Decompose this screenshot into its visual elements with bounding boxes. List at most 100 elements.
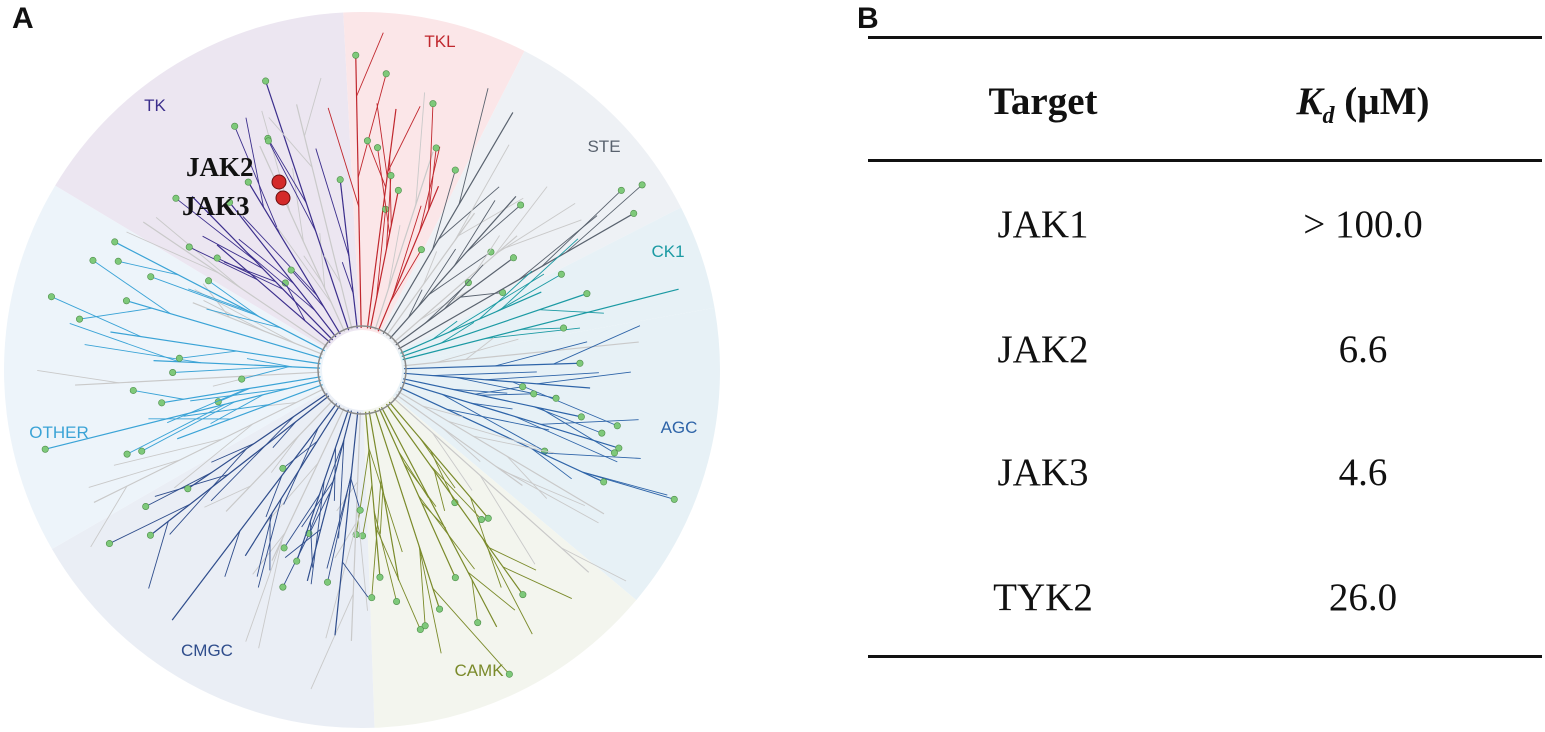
sub-branch-cmgc: [356, 502, 368, 611]
branch-agc: [395, 394, 523, 486]
hit-marker: [142, 502, 150, 510]
hit-marker: [264, 137, 272, 145]
hit-marker: [205, 277, 213, 285]
sub-branch-other: [126, 403, 226, 455]
sub-branch-tkl: [392, 205, 422, 297]
sub-branch-agc: [553, 325, 641, 365]
sub-branch-ck1: [479, 270, 533, 320]
sub-branch-cmgc: [210, 416, 295, 502]
hit-marker: [287, 266, 295, 274]
sub-branch-ste: [457, 197, 524, 237]
sub-branch-tk: [245, 117, 265, 208]
kd-symbol: K: [1296, 80, 1323, 123]
hit-marker: [76, 315, 84, 323]
sub-branch-agc: [455, 376, 557, 399]
branch-camk: [380, 406, 498, 628]
hit-marker: [238, 375, 246, 383]
sub-branch-tk: [175, 197, 255, 261]
hit-marker: [552, 394, 560, 402]
branch-tk: [216, 244, 331, 344]
hit-marker: [368, 594, 376, 602]
sub-branch-cmgc: [310, 480, 325, 585]
hit-marker: [576, 359, 584, 367]
branch-ck1: [402, 288, 679, 361]
sub-branch-cmgc: [211, 443, 255, 463]
branch-cmgc: [171, 403, 338, 621]
hit-marker: [105, 540, 113, 548]
sub-branch-cmgc: [265, 475, 283, 518]
sub-branch-agc: [485, 372, 599, 381]
sub-branch-cmgc: [204, 485, 251, 508]
sector-ck1: [362, 207, 715, 370]
sub-branch-cmgc: [245, 540, 282, 642]
branch-cmgc: [225, 399, 334, 512]
branch-camk: [385, 403, 524, 595]
hit-marker: [464, 279, 472, 287]
branch-tkl: [366, 108, 397, 329]
hit-marker: [374, 144, 382, 152]
hit-marker: [129, 386, 137, 394]
sub-branch-ste: [428, 251, 492, 296]
table-row-kd: 4.6: [1338, 451, 1388, 494]
branch-agc: [403, 341, 639, 367]
sector-agc: [362, 307, 720, 601]
branch-agc: [397, 390, 605, 515]
sub-branch-camk: [482, 538, 533, 635]
sub-branch-tk: [189, 246, 258, 281]
sub-branch-tkl: [415, 92, 426, 206]
branch-other: [153, 359, 321, 369]
branch-other: [45, 379, 322, 450]
sub-branch-ck1: [539, 309, 604, 314]
sub-branch-ste: [458, 88, 489, 205]
group-label-tk: TK: [144, 96, 166, 115]
hit-marker: [146, 531, 154, 539]
hit-marker: [47, 293, 55, 301]
sub-branch-ste: [476, 235, 500, 272]
hit-marker: [598, 429, 606, 437]
branch-tkl: [374, 151, 434, 331]
sub-branch-camk: [502, 566, 572, 599]
hit-marker: [89, 256, 97, 264]
sub-branch-cmgc: [270, 434, 300, 473]
sub-branch-ste: [432, 169, 456, 250]
sub-branch-agc: [501, 469, 586, 507]
sub-branch-camk: [368, 447, 403, 553]
sub-branch-camk: [419, 547, 426, 626]
sub-branch-other: [166, 388, 247, 424]
hit-marker: [382, 70, 390, 78]
hit-marker: [583, 290, 591, 298]
hit-marker: [279, 583, 287, 591]
branch-tk: [247, 181, 341, 335]
sub-branch-cmgc: [282, 490, 332, 588]
hit-marker: [293, 557, 301, 565]
sub-branch-tk: [246, 252, 316, 311]
branch-tkl: [369, 190, 399, 329]
group-label-agc: AGC: [661, 418, 698, 437]
branch-camk: [392, 397, 590, 573]
hit-marker: [279, 464, 287, 472]
sub-branch-agc: [539, 407, 615, 454]
sub-branch-cmgc: [342, 561, 369, 598]
sub-branch-agc: [465, 337, 495, 360]
branch-other: [126, 300, 322, 359]
sub-branch-tk: [224, 261, 276, 283]
sub-branch-ste: [443, 264, 484, 310]
sub-branch-agc: [495, 341, 588, 367]
hit-marker: [122, 297, 130, 305]
sub-branch-cmgc: [256, 512, 273, 577]
sub-branch-other: [208, 280, 260, 318]
sub-branch-other: [118, 260, 179, 276]
sub-branch-other: [69, 322, 179, 363]
sub-branch-agc: [432, 371, 537, 376]
group-label-camk: CAMK: [454, 661, 504, 680]
sub-branch-cmgc: [283, 427, 319, 505]
hit-marker: [280, 544, 288, 552]
sub-branch-cmgc: [310, 593, 354, 690]
hit-marker: [557, 270, 565, 278]
hit-marker: [484, 514, 492, 522]
header-kd: Kd (µM): [1228, 79, 1498, 130]
hit-marker: [376, 573, 384, 581]
branch-other: [75, 371, 321, 386]
group-label-ck1: CK1: [651, 242, 684, 261]
